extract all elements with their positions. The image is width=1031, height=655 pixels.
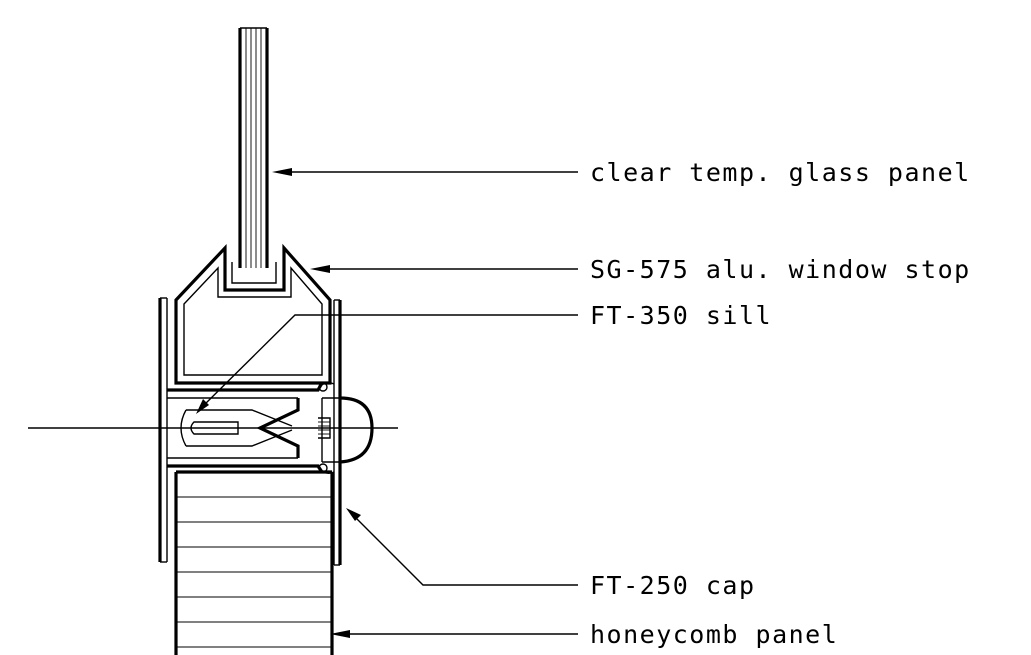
- label-sill: FT-350 sill: [590, 301, 772, 330]
- screw-head: [318, 396, 374, 464]
- leader-stop: [310, 265, 578, 273]
- leader-glass: [272, 168, 578, 176]
- leader-cap: [346, 508, 578, 586]
- glass-panel: [238, 27, 269, 268]
- sill-frame: [158, 297, 342, 566]
- label-cap: FT-250 cap: [590, 571, 756, 600]
- leader-honeycomb: [330, 630, 578, 638]
- leader-sill: [196, 314, 578, 414]
- label-glass-panel: clear temp. glass panel: [590, 158, 971, 187]
- honeycomb-panel: [174, 470, 334, 655]
- label-honeycomb-panel: honeycomb panel: [590, 620, 838, 649]
- label-window-stop: SG-575 alu. window stop: [590, 255, 971, 284]
- window-stop-profile: [174, 243, 332, 385]
